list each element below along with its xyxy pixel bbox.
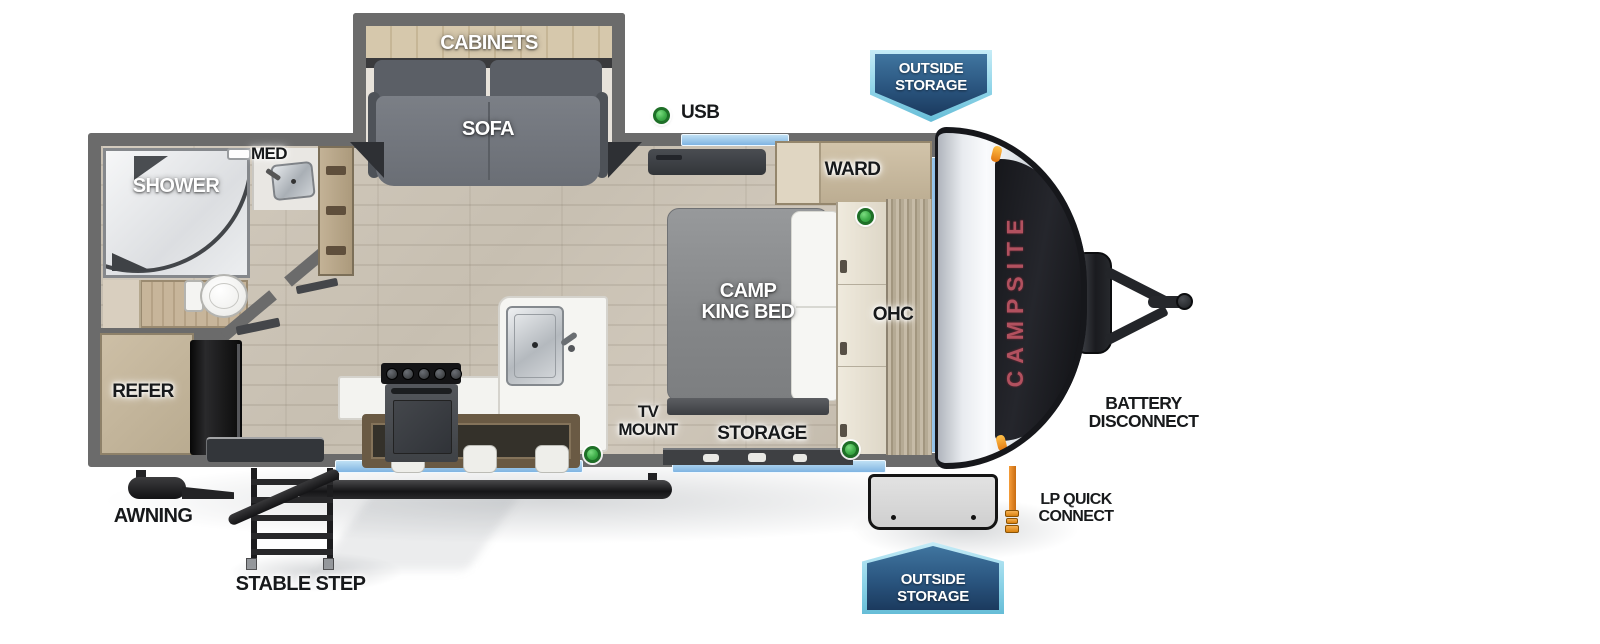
bath-sink bbox=[265, 160, 316, 202]
cabinets-label: CABINETS bbox=[440, 32, 538, 54]
bar-stool bbox=[535, 445, 569, 473]
step-foot bbox=[323, 558, 334, 570]
runner-item bbox=[703, 454, 719, 462]
hitch-coupler bbox=[1176, 293, 1193, 310]
storage-label: STORAGE bbox=[717, 423, 807, 444]
awning-arm bbox=[128, 477, 186, 499]
entry-mat bbox=[206, 437, 324, 462]
step-rung bbox=[251, 533, 333, 539]
oven-handle bbox=[391, 388, 452, 394]
bed-footboard bbox=[667, 398, 829, 415]
lp-connector bbox=[1005, 510, 1019, 517]
ground-shadow-steps bbox=[228, 552, 403, 592]
toilet-seat-line bbox=[209, 283, 239, 309]
step-rung bbox=[251, 515, 333, 521]
shower-door-arc bbox=[106, 151, 247, 273]
ohc-seam bbox=[838, 366, 890, 367]
sofa bbox=[376, 96, 600, 186]
window-top-wall bbox=[681, 134, 789, 146]
bed-curtain bbox=[886, 199, 932, 455]
refer-label: REFER bbox=[112, 381, 174, 402]
ohc-handle bbox=[840, 260, 847, 273]
runner-item bbox=[748, 453, 766, 462]
ohc-seam bbox=[838, 284, 890, 285]
tv-mount-usb-dot bbox=[584, 446, 601, 463]
awning-roller-bracket bbox=[648, 473, 657, 483]
sink-drain bbox=[532, 342, 538, 348]
cabinet-drawer bbox=[326, 166, 346, 175]
med-cabinet bbox=[227, 148, 251, 160]
burner bbox=[402, 368, 414, 380]
ohc-cabinet bbox=[836, 202, 890, 454]
toilet-bowl bbox=[200, 274, 248, 318]
ward-cabinet bbox=[775, 141, 932, 205]
shower-pan bbox=[103, 148, 250, 278]
bed-usb-dot-lower bbox=[842, 441, 859, 458]
linen-cabinet bbox=[103, 280, 141, 328]
front-cap: CAMPSITE bbox=[935, 127, 1087, 469]
usb-label: USB bbox=[681, 102, 720, 123]
entry-steps bbox=[246, 468, 338, 570]
refrigerator bbox=[190, 340, 242, 455]
stable-step-label: STABLE STEP bbox=[235, 573, 366, 595]
lp-connector bbox=[1006, 518, 1018, 524]
ac-vent bbox=[648, 149, 766, 175]
cabinet-underside bbox=[366, 58, 612, 68]
step-rail-right bbox=[327, 468, 333, 560]
med-label: MED bbox=[251, 144, 288, 163]
step-foot bbox=[246, 558, 257, 570]
kitchen-sink bbox=[506, 306, 564, 386]
sofa-label: SOFA bbox=[461, 118, 515, 140]
bar-stool bbox=[463, 445, 497, 473]
ward-label: WARD bbox=[824, 159, 881, 180]
usb-indicator-dot bbox=[653, 107, 670, 124]
runner-item bbox=[793, 454, 807, 462]
ohc-handle bbox=[840, 424, 847, 437]
cabinet-drawer bbox=[326, 206, 346, 215]
ward-shelf bbox=[777, 143, 821, 203]
oven-window bbox=[393, 400, 452, 454]
kitchen-faucet-base bbox=[568, 345, 575, 352]
awning-roller bbox=[296, 480, 672, 499]
compartment-rivet bbox=[891, 515, 896, 520]
burner bbox=[418, 368, 430, 380]
shower-label: SHOWER bbox=[132, 175, 220, 197]
awning-label: AWNING bbox=[113, 505, 193, 527]
burner bbox=[450, 368, 462, 380]
ohc-handle bbox=[840, 342, 847, 355]
storage-compartment bbox=[868, 474, 998, 530]
hitch-frame-lower bbox=[1103, 305, 1169, 346]
bath-sink-drain bbox=[290, 178, 297, 185]
lp-connector bbox=[1005, 525, 1019, 533]
burner bbox=[434, 368, 446, 380]
sink-basin-line bbox=[514, 314, 556, 378]
ac-vent-line bbox=[656, 155, 682, 160]
awning-arm-bracket bbox=[136, 470, 146, 480]
bed-wall-runner bbox=[663, 448, 853, 465]
step-rung bbox=[251, 549, 333, 555]
pillow-seam bbox=[796, 306, 836, 308]
bed-usb-dot-upper bbox=[857, 208, 874, 225]
lp-hose bbox=[1009, 466, 1016, 512]
step-rung bbox=[251, 497, 333, 503]
refrigerator-edge bbox=[237, 344, 240, 451]
sofa-seam bbox=[488, 102, 490, 180]
refer-cabinet bbox=[100, 333, 194, 455]
burner bbox=[386, 368, 398, 380]
compartment-rivet bbox=[971, 515, 976, 520]
ohc-label: OHC bbox=[872, 304, 914, 325]
step-rung bbox=[251, 479, 333, 485]
cabinet-drawer bbox=[326, 246, 346, 255]
brand-decal-text: CAMPSITE bbox=[1002, 212, 1028, 388]
stove-cooktop bbox=[381, 363, 462, 384]
stove-oven bbox=[385, 384, 458, 462]
hall-cabinet bbox=[318, 146, 354, 276]
